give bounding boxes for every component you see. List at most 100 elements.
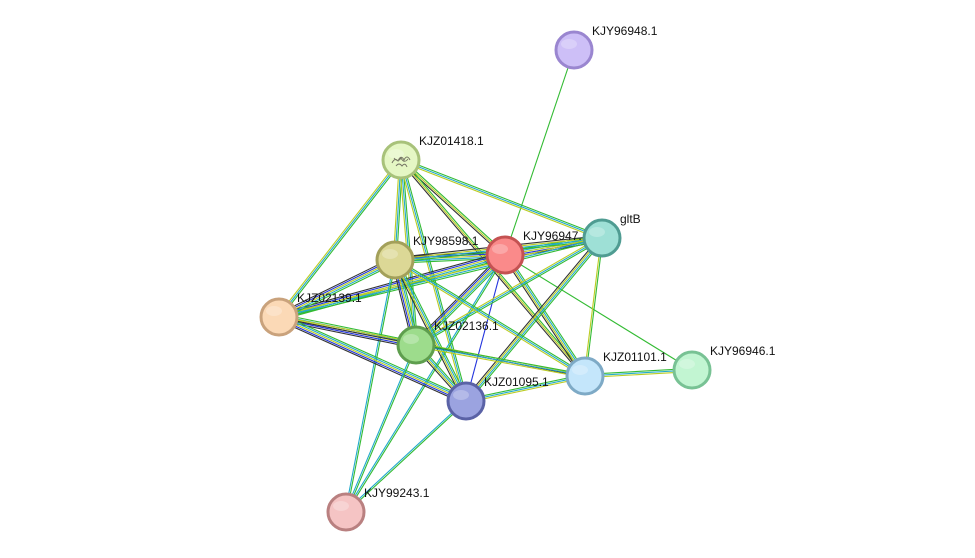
node-highlight [572,365,588,375]
edge-strand [415,344,586,377]
node-circle[interactable] [375,240,415,280]
node-kjy98598-1[interactable]: KJY98598.1 [375,234,479,280]
node-kjz02136-1[interactable]: KJZ02136.1 [396,319,499,365]
node-label: KJZ02136.1 [434,319,499,333]
edge-strand [277,319,465,405]
edge-strand [279,315,467,401]
node-circle[interactable] [259,297,299,337]
edge-kjy96947-kjz01095-1 [465,254,506,402]
node-kjy96946-1[interactable]: KJY96946.1 [672,344,776,390]
node-label: KJZ01095.1 [484,375,549,389]
node-circle[interactable] [485,235,525,275]
edge-strand [504,49,575,256]
edge-kjz01095-1-kjy99243-1 [345,400,467,513]
edge-gltb-kjz02139-1 [278,235,603,320]
edge-strand [417,256,508,348]
edge-strand [415,346,585,379]
edge-strand [277,158,401,317]
edge-strand [278,316,467,402]
edge-strand [346,345,418,513]
edge-strand [416,238,604,347]
edge-strand [583,237,602,376]
node-circle[interactable] [554,30,594,70]
edge-strand [503,255,585,377]
edge-strand [278,317,466,403]
node-circle[interactable] [396,325,436,365]
node-circle[interactable] [326,492,366,532]
node-highlight [561,39,577,49]
node-gltb[interactable]: gltB [582,212,641,258]
node-circle[interactable] [381,140,421,180]
edge-strand [393,260,585,378]
edge-strand [465,373,585,400]
edge-strand [585,238,604,377]
edge-kjy98598-1-kjz01101-1 [393,258,587,378]
edge-kjy98598-1-kjy99243-1 [344,259,397,513]
node-label: KJY96948.1 [592,24,658,38]
edge-strand [502,256,584,378]
node-highlight [333,501,349,511]
node-kjz02139-1[interactable]: KJZ02139.1 [259,291,362,337]
edge-strand [395,258,587,376]
edge-strand [395,259,468,401]
edge-strand [344,344,416,512]
node-circle[interactable] [582,218,622,258]
node-label: KJY99243.1 [364,486,430,500]
node-circle[interactable] [446,381,486,421]
edge-strand [278,259,396,318]
edge-strand [464,237,602,401]
edge-kjy96947-kjz01101-1 [502,253,588,378]
node-highlight [492,244,508,254]
node-circle[interactable] [565,356,605,396]
edge-strand [344,259,395,512]
node-kjy96947[interactable]: KJY96947. [485,229,582,275]
edge-kjz01418-1-gltb [400,157,603,241]
edge-strand [401,157,603,238]
edge-gltb-kjz02136-1 [414,236,604,347]
edge-strand [414,236,602,345]
edge-strand [400,159,506,256]
node-kjy99243-1[interactable]: KJY99243.1 [326,486,430,532]
protein-structure-icon [391,156,411,168]
node-highlight [589,227,605,237]
edge-strand [400,159,603,239]
node-highlight [679,359,695,369]
node-kjz01101-1[interactable]: KJZ01101.1 [565,350,667,396]
edge-strand [278,237,603,318]
edge-strand [400,160,602,241]
node-label: KJZ01101.1 [603,350,667,364]
node-label: KJY96947. [523,229,582,243]
node-label: KJZ01418.1 [419,134,484,148]
node-kjy96948-1[interactable]: KJY96948.1 [554,24,658,70]
edge-strand [466,238,604,402]
edge-strand [346,255,507,513]
edge-strand [278,258,395,317]
edge-kjz02136-1-kjy99243-1 [344,344,418,513]
edge-strand [278,159,402,318]
node-highlight [382,249,398,259]
node-label: KJY96946.1 [710,344,776,358]
edge-strand [277,256,394,315]
edge-strand [346,401,467,513]
edge-gltb-kjz01095-1 [463,236,605,403]
edge-strand [346,260,397,513]
edge-strand [345,400,466,512]
edge-strand [463,236,601,400]
edge-kjy96948-1-kjy96947 [504,49,575,256]
node-label: KJY98598.1 [413,234,479,248]
edge-strand [416,342,586,375]
node-highlight [453,390,469,400]
edge-strand [467,239,605,403]
node-kjz01095-1[interactable]: KJZ01095.1 [446,375,549,421]
edge-strand [278,235,602,316]
edge-strand [279,260,396,319]
edge-strand [396,258,469,401]
edge-kjz01418-1-kjz02139-1 [277,158,403,319]
edge-strand [280,262,397,321]
node-kjz01418-1[interactable]: KJZ01418.1 [381,134,484,180]
edge-strand [415,237,603,346]
edge-kjz02139-1-kjz01095-1 [277,313,468,405]
node-circle[interactable] [672,350,712,390]
edge-strand [280,313,468,399]
